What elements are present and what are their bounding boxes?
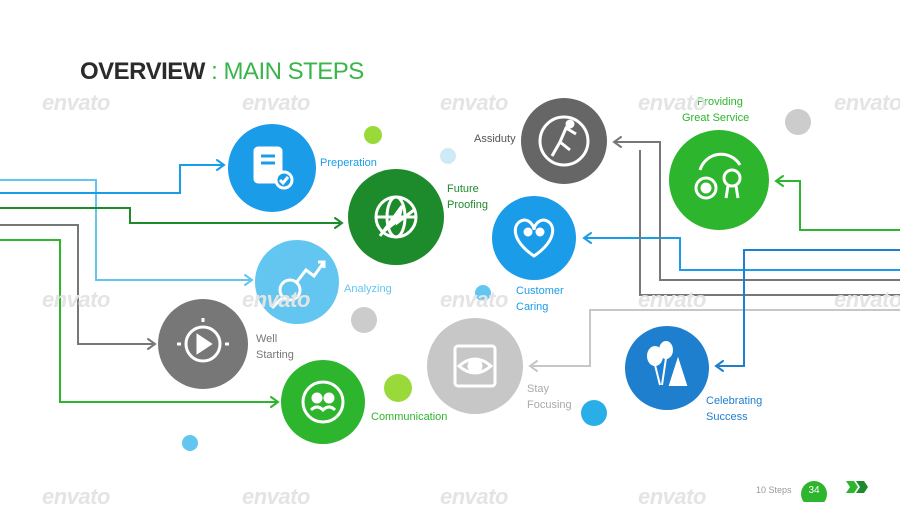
label-celebrating-2: Success xyxy=(706,411,748,423)
label-assiduty: Assiduty xyxy=(474,133,516,145)
watermark: envato xyxy=(440,484,508,509)
circle-celebrating xyxy=(625,326,709,410)
connector-assiduty xyxy=(614,141,900,281)
decor-dot xyxy=(182,435,198,451)
chart-magnifier-icon xyxy=(270,260,326,310)
circle-communication xyxy=(281,360,365,444)
circle-providing xyxy=(669,130,769,230)
logo-icon xyxy=(846,481,868,493)
title-main: OVERVIEW xyxy=(80,58,205,85)
page-number: 34 xyxy=(808,485,820,496)
label-well-starting-2: Starting xyxy=(256,349,294,361)
watermark: envato xyxy=(42,484,110,509)
eye-focus-icon xyxy=(453,344,497,388)
connector-customer-caring xyxy=(584,237,900,271)
label-providing-1: Providing xyxy=(697,96,743,108)
watermark: envato xyxy=(242,90,310,115)
watermark: envato xyxy=(638,90,706,115)
label-stay-focusing-2: Focusing xyxy=(527,399,572,411)
label-analyzing: Analyzing xyxy=(344,283,392,295)
label-future-proofing-1: Future xyxy=(447,183,479,195)
watermark: envato xyxy=(638,484,706,509)
label-communication: Communication xyxy=(371,411,448,423)
watermark: envato xyxy=(440,90,508,115)
connector-providing xyxy=(776,180,900,231)
decor-dot xyxy=(384,374,412,402)
balloons-icon xyxy=(647,341,688,386)
decor-dot xyxy=(364,126,382,144)
document-check-icon xyxy=(253,146,294,190)
watermark: envato xyxy=(440,287,508,312)
decor-dot xyxy=(785,109,811,135)
people-cycle-icon xyxy=(301,380,345,424)
decor-dot xyxy=(351,307,377,333)
watermark: envato xyxy=(638,287,706,312)
watermark: envato xyxy=(42,90,110,115)
connector-future-proofing xyxy=(0,207,340,224)
clock-runner-icon xyxy=(538,115,590,167)
heart-hands-icon xyxy=(514,218,554,258)
connector-celebrating xyxy=(716,249,900,367)
connector-preperation xyxy=(0,164,222,194)
label-customer-caring-2: Caring xyxy=(516,301,549,313)
globe-arrow-icon xyxy=(374,195,418,239)
label-future-proofing-2: Proofing xyxy=(447,199,488,211)
label-preperation: Preperation xyxy=(320,157,377,169)
decor-dot xyxy=(475,285,491,301)
decor-dot xyxy=(581,400,607,426)
circle-assiduty xyxy=(521,98,607,184)
watermark: envato xyxy=(42,287,110,312)
connector-well-starting xyxy=(0,224,153,345)
connector-communication xyxy=(0,239,276,403)
watermark: envato xyxy=(834,287,900,312)
label-providing-2: Great Service xyxy=(682,112,750,124)
connector-analyzing xyxy=(0,179,250,281)
title-sub: MAIN STEPS xyxy=(223,58,364,85)
decor-dot xyxy=(440,148,456,164)
watermark: envato xyxy=(242,287,310,312)
page-number-badge xyxy=(801,481,827,502)
gears-award-icon xyxy=(694,152,742,200)
watermark: envato xyxy=(242,484,310,509)
label-customer-caring-1: Customer xyxy=(516,285,564,297)
connector-assiduty-2 xyxy=(639,150,900,296)
label-stay-focusing-1: Stay xyxy=(527,383,550,395)
watermark: envato xyxy=(834,90,900,115)
page-title: OVERVIEW : MAIN STEPS xyxy=(80,58,364,86)
label-well-starting-1: Well xyxy=(256,333,278,345)
connector-stay-focusing xyxy=(530,309,900,367)
footer-text: 10 Steps xyxy=(756,485,792,495)
circle-customer-caring xyxy=(492,196,576,280)
timer-play-icon xyxy=(177,318,229,363)
title-separator: : xyxy=(204,58,224,85)
label-celebrating-1: Celebrating xyxy=(706,395,763,407)
